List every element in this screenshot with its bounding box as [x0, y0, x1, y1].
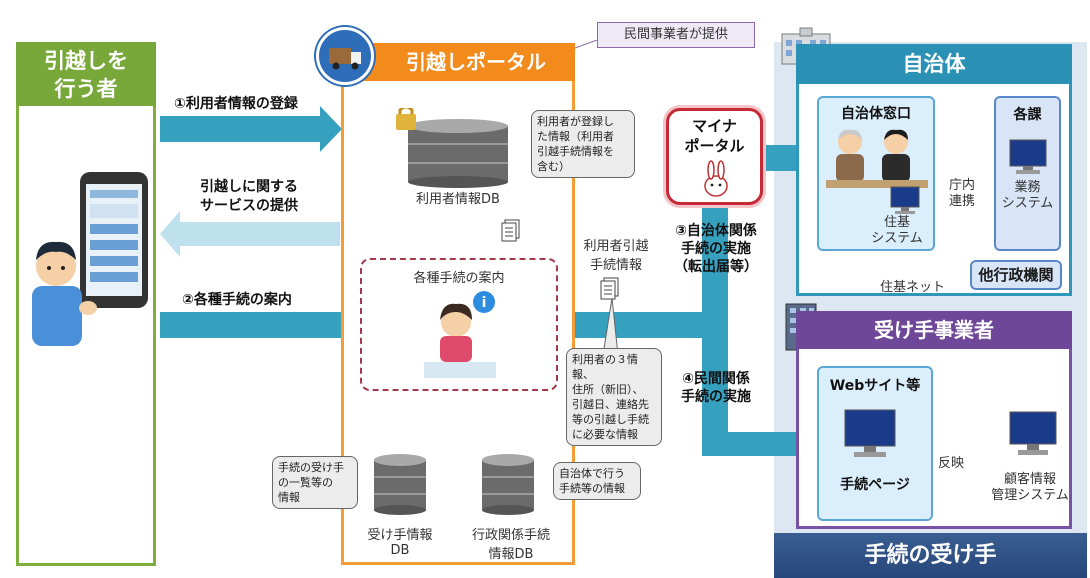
maina-portal [666, 108, 763, 205]
maina-title: マイナ ポータル [684, 117, 745, 155]
receiver-db-callout: 手続の受け手 の一覧等の 情報 [272, 456, 358, 509]
window-label: 自治体窓口 [841, 106, 911, 122]
mascot-icon [704, 160, 728, 197]
website-label: Webサイト等 [829, 378, 921, 394]
document-icon [501, 219, 520, 242]
step4-label: ④民間関係 手続の実施 [681, 371, 751, 405]
guide-area [360, 258, 558, 391]
mover-title: 引越しを 行う者 [16, 42, 156, 106]
counter-staff-illustration [826, 129, 928, 188]
business-title: 受け手事業者 [796, 311, 1072, 349]
receiver-db-label: 受け手情報 DB [367, 528, 433, 558]
truck-icon [316, 27, 374, 85]
liaison-label: 庁内 連携 [948, 178, 975, 209]
step3-label: ③自治体関係 手続の実施 （転出届等） [674, 223, 758, 275]
guide-arrow-label: ②各種手続の案内 [182, 292, 292, 308]
document-icon [600, 277, 619, 300]
other-agency-box: 他行政機関 [970, 260, 1062, 290]
trunk-vertical [702, 205, 728, 455]
info-callout: 利用者の３情報、 住所（新旧）、 引越日、連絡先 等の引越し手続 に必要な情報 [566, 348, 662, 446]
phone-user-illustration [32, 172, 148, 346]
admin-db-icon [482, 454, 534, 515]
register-arrow [160, 106, 342, 152]
to-business-arrow [702, 421, 821, 467]
user-db-label: 利用者情報DB [416, 192, 500, 207]
register-label: ①利用者情報の登録 [174, 96, 298, 112]
dept-label: 各課 [1013, 107, 1042, 123]
guide-label: 各種手続の案内 [413, 271, 505, 286]
receiver-db-icon [374, 454, 426, 515]
guide-person-illustration: i [424, 291, 496, 378]
portal-title: 引越しポータル [341, 43, 575, 81]
business-system-label: 業務 システム [1001, 180, 1054, 211]
computer-icon [1009, 411, 1057, 455]
svg-text:i: i [482, 295, 487, 311]
service-label: 引越しに関する サービスの提供 [200, 179, 298, 214]
procedure-page-label: 手続ページ [840, 477, 910, 493]
receiver-band: 手続の受け手 [774, 533, 1087, 578]
private-provider-note: 民間事業者が提供 [597, 22, 755, 48]
juki-net-label: 住基ネット [880, 280, 946, 295]
admin-db-label: 行政関係手続 情報DB [471, 528, 550, 562]
user-db-icon [396, 108, 508, 188]
reflect-label: 反映 [938, 456, 965, 471]
computer-icon [890, 186, 920, 214]
user-db-callout: 利用者が登録し た情報（利用者 引越手続情報を 含む） [531, 110, 635, 178]
computer-icon [844, 409, 896, 457]
move-info-label: 利用者引越 手続情報 [583, 239, 649, 273]
note-pointer [575, 40, 598, 49]
municipality-title: 自治体 [796, 44, 1072, 84]
admin-db-callout: 自治体で行う 手続等の情報 [553, 462, 641, 500]
customer-system-label: 顧客情報 管理システム [991, 472, 1069, 503]
computer-icon [1009, 139, 1047, 174]
juki-system-label: 住基 システム [871, 215, 923, 246]
service-arrow [160, 211, 340, 257]
